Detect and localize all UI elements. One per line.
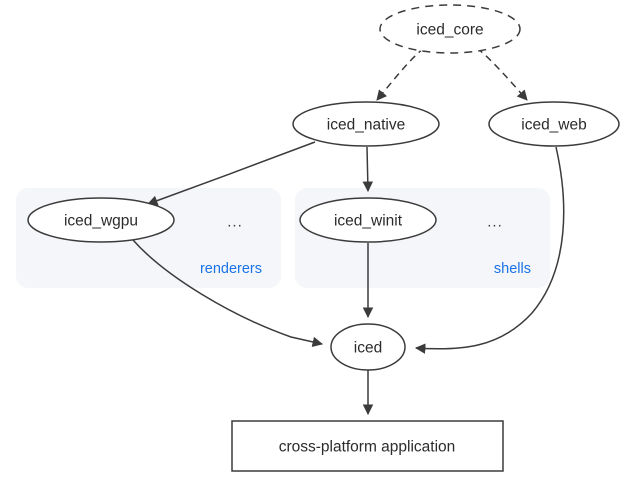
node-iced-web-shape xyxy=(488,101,620,147)
node-iced-wgpu-shape xyxy=(27,197,175,243)
node-iced-winit[interactable]: iced_winit xyxy=(299,197,437,243)
node-iced-core[interactable]: iced_core xyxy=(379,4,521,54)
node-iced-winit-shape xyxy=(299,197,437,243)
shells-ellipsis-text: ... xyxy=(487,214,503,231)
node-iced-label: iced xyxy=(354,340,382,357)
node-iced-winit-label: iced_winit xyxy=(334,213,403,230)
node-iced-core-label: iced_core xyxy=(416,22,483,39)
edge-iced-core-to-iced-native xyxy=(376,47,425,101)
node-iced-native-shape xyxy=(292,101,440,147)
node-iced-native-label: iced_native xyxy=(327,117,405,134)
node-application-label: cross-platform application xyxy=(279,439,456,456)
node-iced-wgpu-label: iced_wgpu xyxy=(64,213,138,230)
node-iced[interactable]: iced xyxy=(330,323,406,371)
renderers-ellipsis-text: ... xyxy=(227,214,243,231)
node-cross-platform-application[interactable]: cross-platform application xyxy=(231,420,504,472)
node-iced-wgpu[interactable]: iced_wgpu xyxy=(27,197,175,243)
cluster-label-shells: shells xyxy=(494,261,531,277)
node-application-shape xyxy=(231,420,504,472)
edge-iced-native-to-iced-wgpu xyxy=(147,141,316,206)
edge-iced-web-to-iced xyxy=(414,146,565,354)
node-iced-core-shape xyxy=(379,4,521,54)
node-iced-native[interactable]: iced_native xyxy=(292,101,440,147)
edge-iced-native-to-iced-winit xyxy=(362,146,374,193)
node-iced-shape xyxy=(330,323,406,371)
node-iced-web-label: iced_web xyxy=(521,117,587,134)
cluster-label-renderers: renderers xyxy=(200,261,262,277)
edge-iced-wgpu-to-iced xyxy=(132,239,324,348)
node-iced-web[interactable]: iced_web xyxy=(488,101,620,147)
edge-iced-core-to-iced-web xyxy=(476,47,528,101)
